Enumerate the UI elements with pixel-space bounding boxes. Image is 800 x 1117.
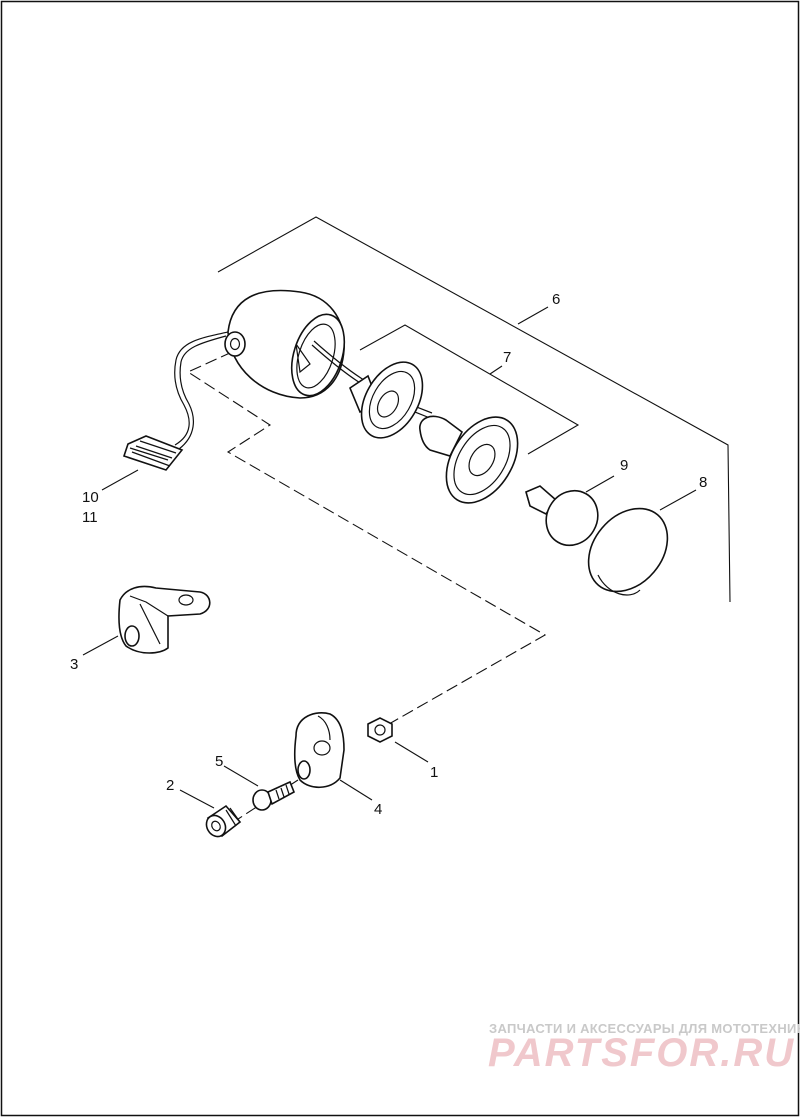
lamp-wire	[174, 331, 229, 446]
callout-8: 8	[699, 474, 707, 491]
callout-11: 11	[82, 509, 98, 526]
leader-10	[101, 469, 139, 491]
callout-1: 1	[430, 764, 438, 781]
watermark-tagline: ЗАПЧАСТИ И АКСЕССУАРЫ ДЛЯ МОТОТЕХНИКИ	[489, 1021, 800, 1036]
callout-10: 10	[82, 489, 99, 506]
lamp-housing	[224, 289, 346, 399]
callout-6: 6	[552, 291, 560, 308]
bracket-3	[118, 585, 211, 654]
callout-9: 9	[620, 457, 628, 474]
socket-gasket	[349, 361, 424, 439]
leader-7	[489, 365, 503, 375]
leader-3	[82, 635, 119, 656]
leader-1	[394, 741, 429, 763]
callout-7: 7	[503, 349, 511, 366]
callout-3: 3	[70, 656, 78, 673]
leader-5	[223, 765, 259, 787]
leader-4	[339, 779, 373, 801]
assembly-bracket-6	[217, 216, 731, 603]
lens	[587, 507, 669, 596]
grommet	[205, 804, 242, 838]
assembly-bracket-7	[359, 324, 580, 455]
lamp-socket	[419, 415, 519, 504]
leader-8	[659, 489, 697, 511]
lamp-wire-2	[178, 335, 227, 450]
bulb	[525, 485, 599, 547]
leader-2	[179, 789, 215, 809]
wire-connector	[122, 435, 184, 471]
nut	[367, 717, 393, 743]
leader-9	[585, 475, 615, 493]
callout-5: 5	[215, 753, 223, 770]
watermark-logo: PARTSFOR.RU	[488, 1031, 795, 1075]
bracket-4	[294, 712, 345, 789]
screw	[252, 780, 296, 811]
callout-2: 2	[166, 777, 174, 794]
assembly-centerline	[186, 351, 547, 729]
leader-6	[517, 306, 549, 325]
callout-4: 4	[374, 801, 382, 818]
